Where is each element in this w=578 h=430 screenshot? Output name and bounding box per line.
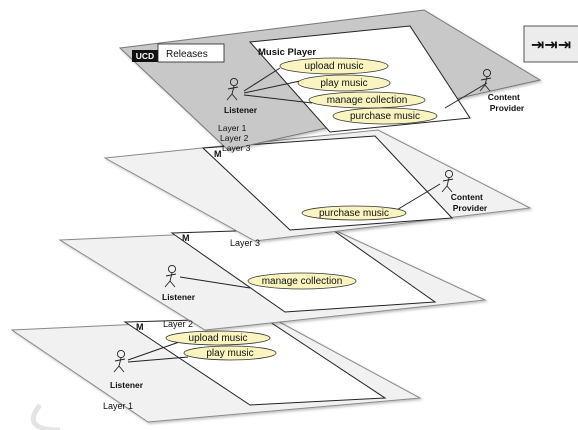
use-case-upload-music-label: upload music bbox=[305, 61, 364, 72]
use-case-play-music-l1[interactable] bbox=[183, 345, 277, 361]
layer-legend: Layer 1 Layer 2 Layer 3 bbox=[218, 123, 251, 153]
use-case-play-music-l1-label: play music bbox=[206, 348, 253, 359]
layer-1-label: Layer 1 bbox=[103, 401, 133, 411]
layer-2-actor-label: Listener bbox=[162, 292, 196, 302]
use-case-manage-collection-l2-label: manage collection bbox=[262, 276, 343, 287]
use-case-play-music[interactable] bbox=[297, 74, 391, 92]
layer-3-plane[interactable]: M purchase music Content Provider Layer … bbox=[103, 129, 532, 248]
top-layer-plane[interactable]: Music Player upload music play music man… bbox=[118, 9, 542, 153]
top-system-title: Music Player bbox=[258, 47, 316, 58]
layer-1-plane[interactable]: M upload music play music Listener Layer… bbox=[10, 317, 422, 423]
layer-2-system-title: M bbox=[182, 233, 190, 243]
diagram-tab[interactable]: UCD Releases bbox=[132, 43, 225, 63]
layer-3-label: Layer 3 bbox=[230, 238, 260, 248]
listener-actor-icon[interactable] bbox=[164, 264, 177, 288]
use-case-manage-collection[interactable] bbox=[308, 91, 426, 109]
use-case-purchase-music-label: purchase music bbox=[350, 111, 420, 122]
use-case-upload-music-l1-label: upload music bbox=[189, 333, 248, 344]
layer-3-actor-label: Content Provider bbox=[451, 192, 488, 213]
triple-arrow-icon: ⇥⇥⇥ bbox=[531, 35, 571, 54]
use-case-upload-music[interactable] bbox=[279, 57, 389, 75]
top-provider-label: Content Provider bbox=[488, 92, 525, 113]
content-provider-actor-icon[interactable] bbox=[441, 169, 454, 193]
use-case-purchase-music[interactable] bbox=[332, 107, 438, 125]
use-case-play-music-label: play music bbox=[320, 78, 367, 89]
use-case-purchase-music-l3[interactable] bbox=[301, 205, 407, 221]
ucd-badge bbox=[132, 50, 158, 62]
use-case-upload-music-l1[interactable] bbox=[165, 330, 271, 346]
content-provider-actor-icon[interactable] bbox=[479, 68, 492, 92]
top-listener-label: Listener bbox=[224, 105, 258, 115]
layer-2-plane[interactable]: M manage collection Listener Layer 2 bbox=[58, 227, 487, 331]
ucd-badge-label: UCD bbox=[136, 51, 154, 61]
decorative-arc bbox=[30, 403, 61, 430]
layer-1-system-title: M bbox=[136, 322, 144, 332]
use-case-manage-collection-l2[interactable] bbox=[247, 272, 357, 290]
releases-tab-label: Releases bbox=[166, 49, 208, 60]
use-case-manage-collection-label: manage collection bbox=[327, 95, 408, 106]
listener-actor-icon[interactable] bbox=[113, 349, 126, 373]
layer-3-system-title: M bbox=[214, 149, 222, 159]
use-case-purchase-music-l3-label: purchase music bbox=[319, 208, 389, 219]
layer-2-label: Layer 2 bbox=[163, 319, 193, 329]
layer-toggle-button[interactable]: ⇥⇥⇥ bbox=[523, 25, 578, 63]
layer-1-actor-label: Listener bbox=[110, 380, 144, 390]
listener-actor-icon[interactable] bbox=[226, 77, 239, 101]
